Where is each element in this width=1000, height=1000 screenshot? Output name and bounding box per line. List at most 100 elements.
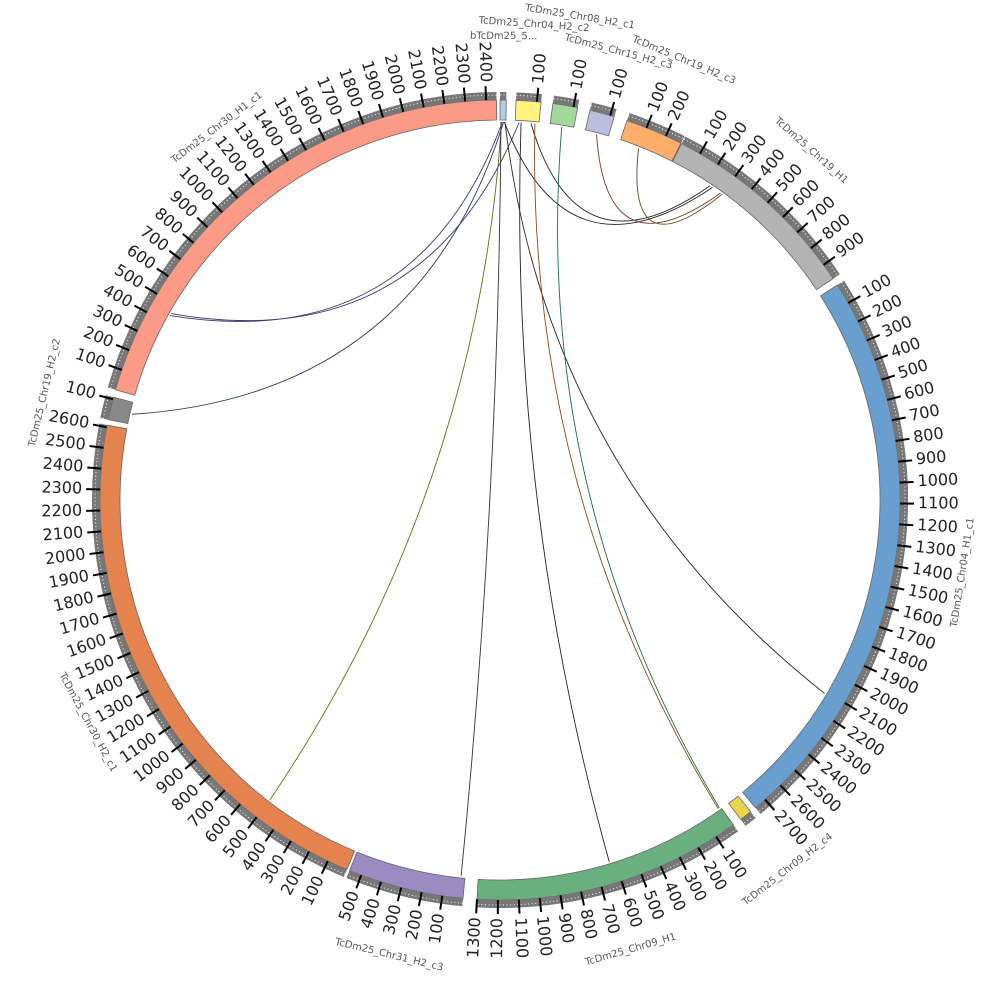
link xyxy=(596,134,721,224)
major-tick xyxy=(156,267,169,278)
major-tick xyxy=(844,702,858,711)
chromosome-btcdm25-5-: bTcDm25_5... xyxy=(470,31,537,121)
major-tick xyxy=(115,343,130,352)
major-tick xyxy=(535,87,540,102)
major-tick xyxy=(124,324,138,332)
tick-label: 100 xyxy=(64,377,98,403)
major-tick xyxy=(417,892,423,907)
ideogram-layer: bTcDm25_5...100TcDm25_Chr04_H2_c2100TcDm… xyxy=(27,2,977,973)
tick-band xyxy=(100,395,114,420)
tick-label: 800 xyxy=(576,907,601,941)
tick-band xyxy=(589,102,617,117)
minor-ticks xyxy=(516,94,542,98)
minor-ticks xyxy=(683,138,838,277)
major-tick xyxy=(750,177,762,190)
major-tick xyxy=(211,201,223,213)
major-tick xyxy=(170,742,184,753)
minor-ticks xyxy=(94,424,346,875)
major-tick xyxy=(899,480,914,484)
major-tick xyxy=(264,829,275,842)
major-tick xyxy=(699,140,708,155)
ideogram-block xyxy=(514,99,542,123)
major-tick xyxy=(857,314,871,323)
major-tick xyxy=(881,374,896,381)
major-tick xyxy=(823,255,836,266)
tick-label: 100 xyxy=(425,912,448,945)
chromosome-tcdm25-chr30-h1-c1: 1002003004005006007008009001000110012001… xyxy=(73,41,498,396)
major-tick xyxy=(897,544,912,548)
tick-label: 100 xyxy=(605,66,632,101)
tick-label: 1400 xyxy=(911,559,954,584)
major-tick xyxy=(158,725,171,736)
major-tick xyxy=(871,645,886,653)
major-tick xyxy=(664,122,673,137)
major-tick xyxy=(357,110,365,125)
tick-band xyxy=(552,95,580,108)
tick-label: 1000 xyxy=(533,915,556,957)
major-tick xyxy=(146,708,160,718)
major-tick xyxy=(97,592,112,598)
major-tick xyxy=(102,612,117,619)
major-tick xyxy=(378,103,385,118)
major-tick xyxy=(580,891,585,906)
major-tick xyxy=(645,114,653,129)
tick-label: 1900 xyxy=(47,566,90,592)
chromosome-tcdm25-chr09-h1: 1002003004005006007008009001000110012001… xyxy=(463,808,751,969)
major-tick xyxy=(196,216,209,228)
major-tick xyxy=(144,285,158,295)
tick-label: 2200 xyxy=(428,44,452,87)
tick-label: 2500 xyxy=(44,430,87,454)
minor-ticks xyxy=(553,98,579,104)
major-tick xyxy=(600,886,607,901)
tick-label: 2100 xyxy=(42,522,84,544)
link xyxy=(504,121,825,694)
major-tick xyxy=(810,238,823,250)
ideogram-block xyxy=(476,808,734,901)
major-tick xyxy=(538,897,543,913)
tick-label: 900 xyxy=(915,447,947,469)
major-tick xyxy=(99,394,114,401)
tick-label: 1000 xyxy=(917,470,959,491)
major-tick xyxy=(439,895,444,910)
major-tick xyxy=(678,856,687,871)
tick-label: 2300 xyxy=(41,477,82,497)
tick-label: 900 xyxy=(555,912,578,945)
major-tick xyxy=(282,840,292,854)
link xyxy=(171,122,520,321)
major-tick xyxy=(609,101,616,116)
major-tick xyxy=(92,423,107,429)
tick-band xyxy=(516,92,542,103)
major-tick xyxy=(640,873,648,888)
tick-label: 2400 xyxy=(42,454,84,476)
minor-ticks xyxy=(476,828,737,906)
major-tick xyxy=(125,671,140,680)
tick-label: 2200 xyxy=(41,500,82,520)
major-tick xyxy=(782,206,794,218)
major-tick xyxy=(337,118,345,133)
tick-label: 700 xyxy=(598,902,624,936)
major-tick xyxy=(398,98,405,113)
major-tick xyxy=(891,416,906,422)
major-tick xyxy=(854,683,868,693)
major-tick xyxy=(441,89,446,105)
major-tick xyxy=(887,395,902,401)
link xyxy=(519,122,610,862)
major-tick xyxy=(279,148,289,162)
major-tick xyxy=(109,632,124,640)
major-tick xyxy=(715,836,725,849)
minor-ticks xyxy=(628,115,684,140)
ideogram-block xyxy=(114,99,498,396)
major-tick xyxy=(894,565,909,570)
tick-label: 1200 xyxy=(917,515,959,536)
tick-label: 700 xyxy=(908,400,942,425)
ideogram-block xyxy=(742,284,901,809)
minor-ticks xyxy=(758,282,906,812)
link xyxy=(169,121,503,322)
major-tick xyxy=(475,899,478,914)
major-tick xyxy=(766,191,778,204)
major-tick xyxy=(734,164,745,177)
links-layer xyxy=(131,121,825,877)
major-tick xyxy=(898,459,913,463)
major-tick xyxy=(879,625,893,633)
